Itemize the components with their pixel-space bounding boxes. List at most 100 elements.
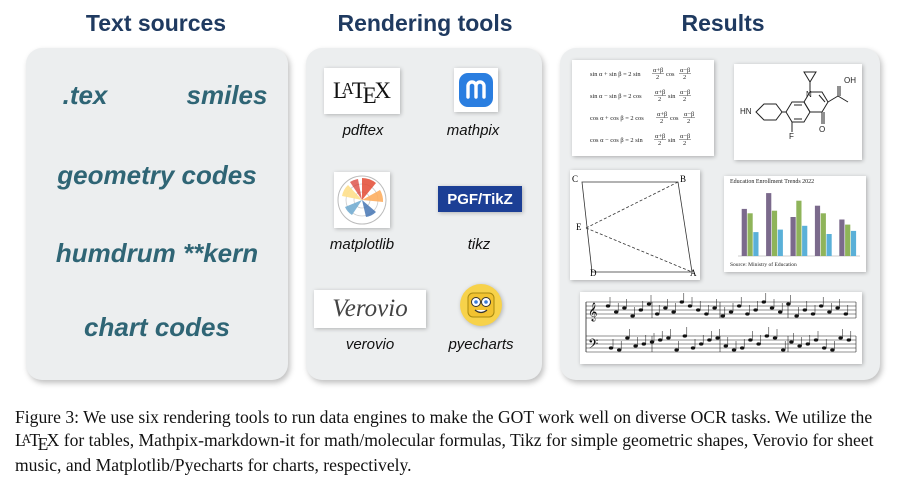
svg-text:cos: cos: [670, 115, 679, 122]
note-head: [658, 338, 663, 342]
note-head: [605, 304, 611, 308]
note-head: [827, 310, 832, 314]
note-head: [835, 306, 840, 310]
svg-text:α−β: α−β: [680, 67, 690, 74]
bar-chart-title: Education Enrollment Trends 2022: [730, 179, 815, 185]
geometry-figure: [581, 181, 693, 273]
figure-caption: Figure 3: We use six rendering tools to …: [15, 406, 905, 477]
geometry-label-b: B: [680, 174, 687, 184]
note-head: [781, 348, 786, 352]
note-head: [794, 314, 799, 318]
note-head: [737, 304, 742, 308]
caption-latex-logo: LATEX: [15, 430, 60, 454]
note-head: [810, 312, 816, 316]
note-head: [679, 300, 684, 304]
source-smiles: smiles: [186, 80, 268, 110]
note-head: [764, 334, 769, 338]
note-head: [641, 342, 646, 346]
geometry-label-c: C: [572, 174, 579, 184]
geometry-label-a: A: [690, 268, 697, 278]
source-geometry-codes: geometry codes: [57, 160, 257, 190]
note-head: [707, 338, 712, 342]
chart-bar: [850, 230, 857, 256]
bar-chart-source: Source: Ministry of Education: [730, 262, 797, 268]
tool-card-mathpix: [454, 68, 498, 112]
note-head: [838, 336, 843, 340]
note-head: [646, 302, 652, 306]
molecule-structure: [755, 71, 849, 132]
tool-label-pyecharts: pyecharts: [448, 336, 514, 353]
note-head: [699, 342, 704, 346]
note-head: [846, 338, 851, 342]
svg-text:α−β: α−β: [680, 133, 690, 140]
tool-card-matplotlib: [334, 172, 390, 228]
source-chart-codes: chart codes: [84, 312, 230, 342]
note-head: [740, 346, 745, 350]
svg-text:2: 2: [660, 118, 663, 125]
note-head: [769, 306, 775, 310]
rendering-tools-panel: LATEX pdftex mathpix matplotlib PGF/TikZ…: [306, 48, 542, 380]
mathpix-logo-icon: [459, 73, 493, 107]
note-head: [745, 312, 750, 316]
note-head: [674, 348, 679, 352]
matplotlib-logo-icon: [337, 175, 387, 225]
note-head: [696, 308, 701, 312]
heading-results: Results: [681, 10, 765, 36]
formula-line: cos α + cos β = 2 cos α+β2 cos α−β2: [590, 111, 695, 125]
note-head: [748, 338, 753, 342]
note-head: [753, 308, 758, 312]
svg-text:2: 2: [658, 140, 661, 147]
tool-label-verovio: verovio: [345, 336, 395, 353]
tool-label-pdftex: pdftex: [342, 122, 384, 139]
note-head: [614, 310, 619, 314]
svg-text:2: 2: [683, 140, 686, 147]
formula-line: sin α − sin β = 2 cos α+β2 sin α−β2: [590, 89, 691, 103]
note-head: [704, 312, 709, 316]
chart-bar: [747, 213, 753, 256]
note-head: [649, 340, 655, 344]
tool-card-pdftex: LATEX: [324, 68, 400, 114]
svg-text:2: 2: [683, 74, 686, 81]
formula-line: sin α + sin β = 2 sin α+β2 cos α−β2: [590, 67, 691, 81]
note-head: [802, 308, 807, 312]
geometry-result: C B E D A: [570, 170, 700, 280]
note-head: [712, 306, 717, 310]
svg-text:α−β: α−β: [680, 89, 690, 96]
geometry-label-d: D: [590, 268, 597, 278]
caption-text-1: Figure 3: We use six rendering tools to …: [15, 407, 873, 427]
bass-clef-icon: 𝄢: [588, 336, 598, 355]
svg-text:sin α − sin β = 2 cos: sin α − sin β = 2 cos: [590, 93, 642, 100]
note-head: [715, 336, 720, 340]
source-tex: .tex: [62, 80, 108, 110]
note-head: [805, 342, 810, 346]
note-head: [690, 346, 696, 350]
svg-text:cos: cos: [666, 71, 675, 78]
note-head: [638, 308, 643, 312]
note-head: [723, 344, 728, 348]
source-humdrum-kern: humdrum **kern: [55, 238, 259, 268]
svg-text:2: 2: [687, 118, 690, 125]
note-head: [731, 348, 737, 352]
tikz-logo-icon: PGF/TikZ: [447, 190, 513, 208]
chart-bar: [839, 219, 845, 256]
bar-chart-result: Education Enrollment Trends 2022 Source:…: [724, 176, 866, 272]
chart-bar: [845, 224, 851, 256]
chart-bar: [741, 208, 747, 256]
note-head: [797, 344, 802, 348]
note-head: [819, 304, 824, 308]
note-head: [682, 334, 687, 338]
note-head: [778, 310, 783, 314]
svg-text:α+β: α+β: [653, 67, 663, 74]
note-head: [687, 304, 693, 308]
note-head: [720, 314, 725, 318]
latex-logo-icon: LATEX: [333, 78, 391, 109]
note-head: [830, 348, 835, 352]
pyecharts-logo-icon: [467, 292, 495, 318]
note-head: [630, 314, 635, 318]
note-head: [663, 306, 668, 310]
note-head: [728, 310, 734, 314]
verovio-logo-icon: Verovio: [332, 295, 408, 322]
text-sources-panel: .tex smiles geometry codes humdrum **ker…: [26, 48, 288, 380]
chart-bar: [814, 205, 821, 256]
